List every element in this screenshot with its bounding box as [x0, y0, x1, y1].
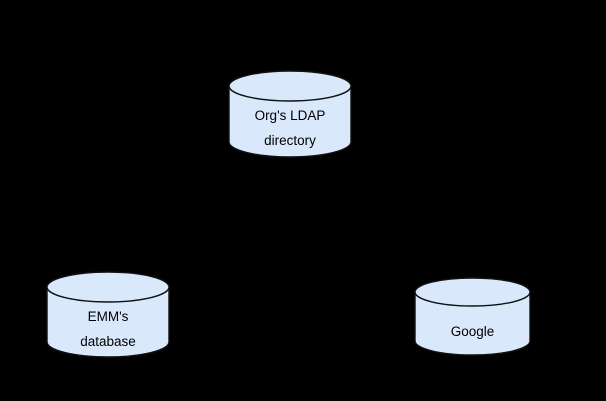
node-emm-label-line-1: EMM's: [87, 308, 129, 324]
node-ldap-label-line-1: Org's LDAP: [254, 108, 326, 123]
node-emm-label-line-2: database: [80, 333, 136, 349]
database-cylinder-icon: [46, 271, 170, 358]
database-cylinder-icon: [228, 70, 352, 158]
node-emm[interactable]: EMM's database: [46, 271, 170, 358]
node-google[interactable]: Google: [414, 277, 531, 356]
node-ldap[interactable]: Org's LDAP directory: [228, 70, 352, 158]
database-cylinder-icon: [414, 277, 531, 356]
node-google-label-line-1: Google: [450, 323, 495, 339]
node-ldap-label-line-2: directory: [264, 133, 316, 148]
